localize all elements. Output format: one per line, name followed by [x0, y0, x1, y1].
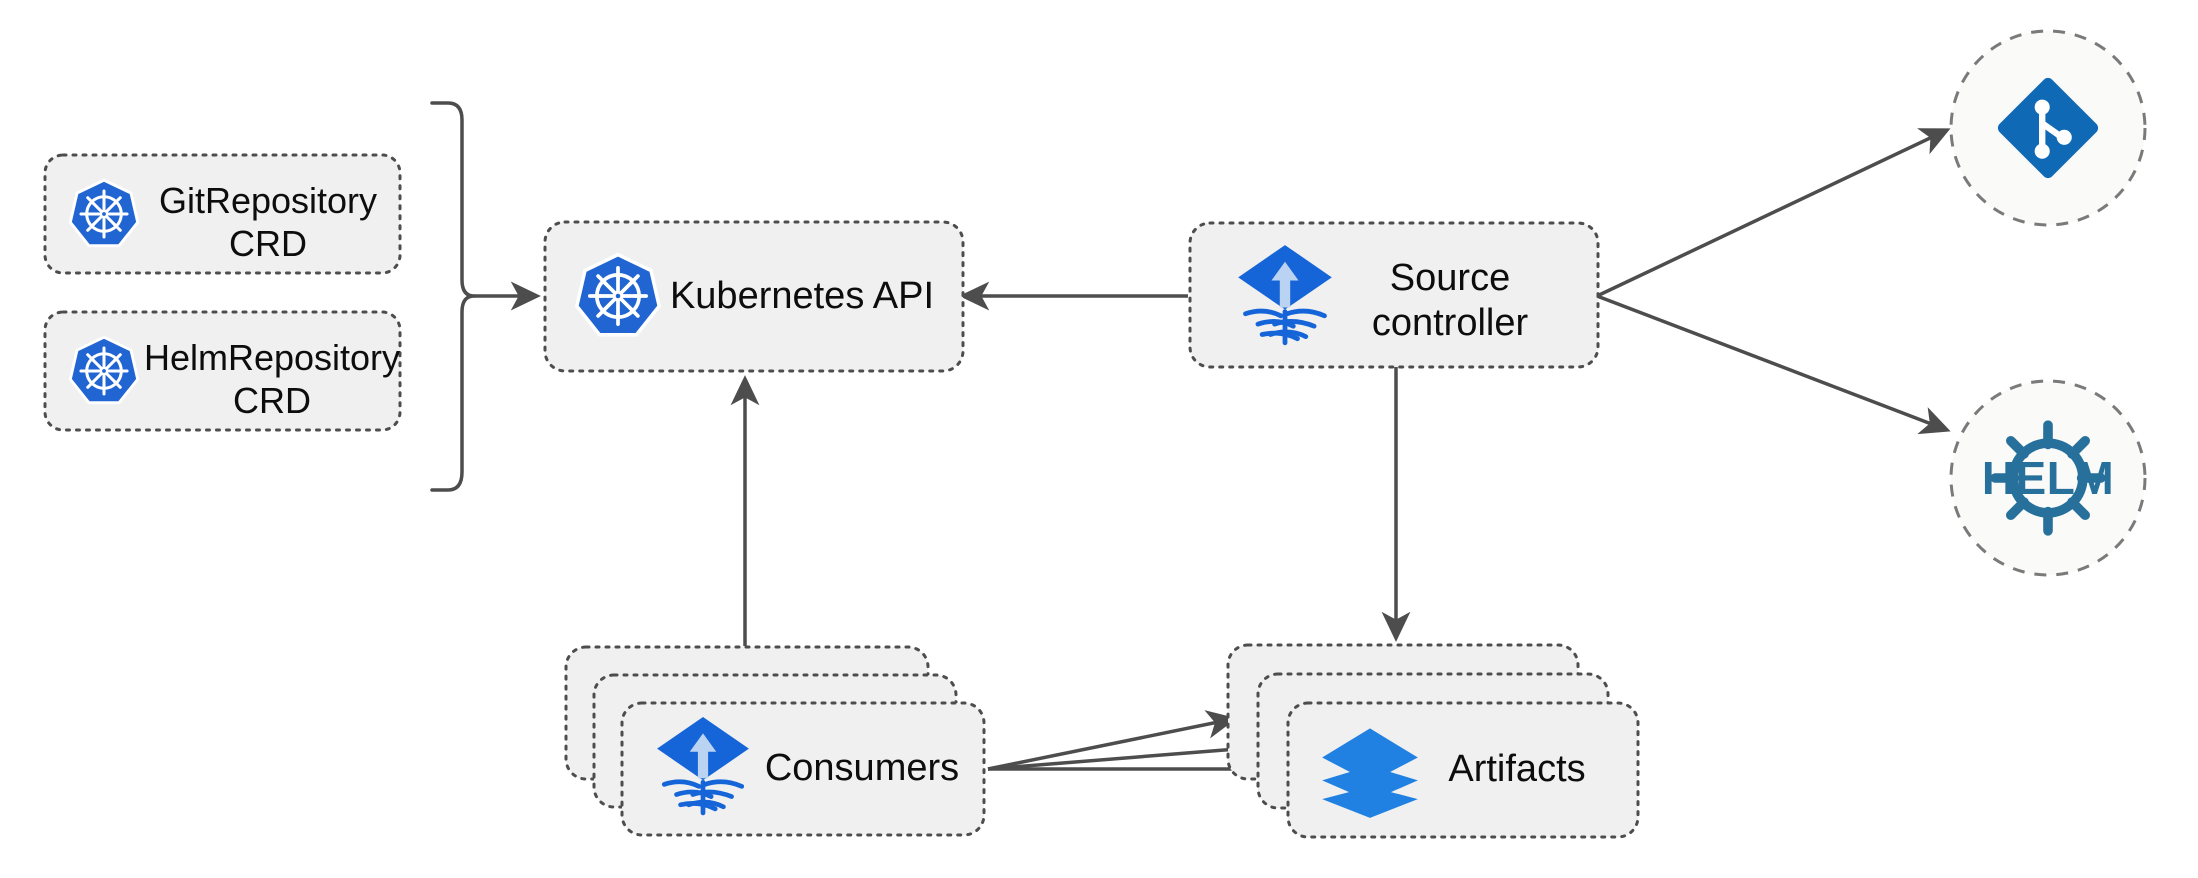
helm-repository-crd-label-line1: HelmRepository — [144, 337, 400, 378]
edge-consumers-to-artifacts-2 — [987, 734, 1266, 771]
artifacts-node[interactable]: Artifacts — [1226, 643, 1640, 839]
edge-consumers-to-artifacts-1 — [987, 710, 1237, 771]
helm-endpoint-node[interactable]: HELM — [1949, 379, 2147, 577]
helm-repository-crd-box[interactable]: HelmRepository CRD — [43, 310, 402, 432]
kubernetes-icon — [68, 178, 140, 248]
source-controller-label-line1: Source — [1390, 257, 1510, 299]
git-repository-crd-label-line2: CRD — [229, 223, 307, 264]
consumers-node[interactable]: Consumers — [564, 645, 986, 837]
helm-endpoint-label: HELM — [1982, 452, 2114, 504]
source-controller-node[interactable]: Source controller — [1188, 221, 1600, 369]
kubernetes-icon — [574, 252, 662, 337]
git-repository-crd-box[interactable]: GitRepository CRD — [43, 153, 402, 275]
consumers-label: Consumers — [765, 747, 959, 789]
git-repository-crd-label-line1: GitRepository — [159, 180, 377, 221]
crd-group: GitRepository CRD HelmRepository CRD — [43, 153, 402, 432]
git-endpoint-node[interactable] — [1949, 29, 2147, 227]
source-controller-label-line2: controller — [1372, 302, 1529, 344]
kubernetes-api-label: Kubernetes API — [670, 275, 934, 317]
edge-source-controller-to-helm — [1596, 294, 1951, 435]
edge-source-controller-to-git — [1596, 128, 1951, 298]
helm-repository-crd-label-line2: CRD — [233, 380, 311, 421]
kubernetes-icon — [68, 335, 140, 405]
crd-brace — [430, 101, 476, 492]
kubernetes-api-node[interactable]: Kubernetes API — [543, 220, 965, 373]
artifacts-label: Artifacts — [1448, 748, 1585, 790]
